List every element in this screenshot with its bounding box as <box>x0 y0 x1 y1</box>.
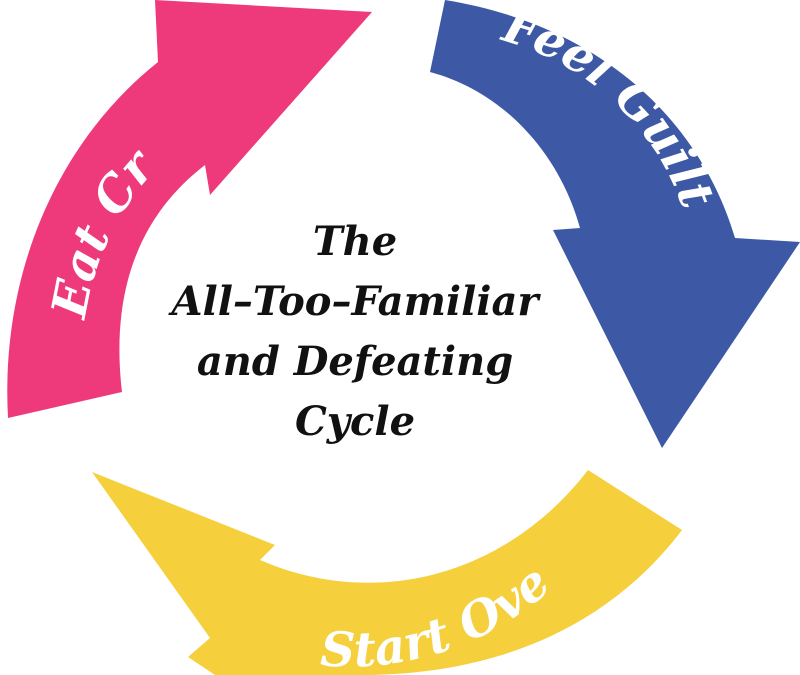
center-title: The All–Too–Familiar and Defeating Cycle <box>140 212 570 452</box>
eat-crap-arrow <box>7 0 372 418</box>
title-line-4: Cycle <box>294 398 416 445</box>
feel-guilty-arrow <box>430 0 800 448</box>
start-over-arrow <box>92 470 682 675</box>
title-line-3: and Defeating <box>196 338 514 385</box>
title-line-2: All–Too–Familiar <box>171 278 539 325</box>
title-line-1: The <box>312 218 398 265</box>
